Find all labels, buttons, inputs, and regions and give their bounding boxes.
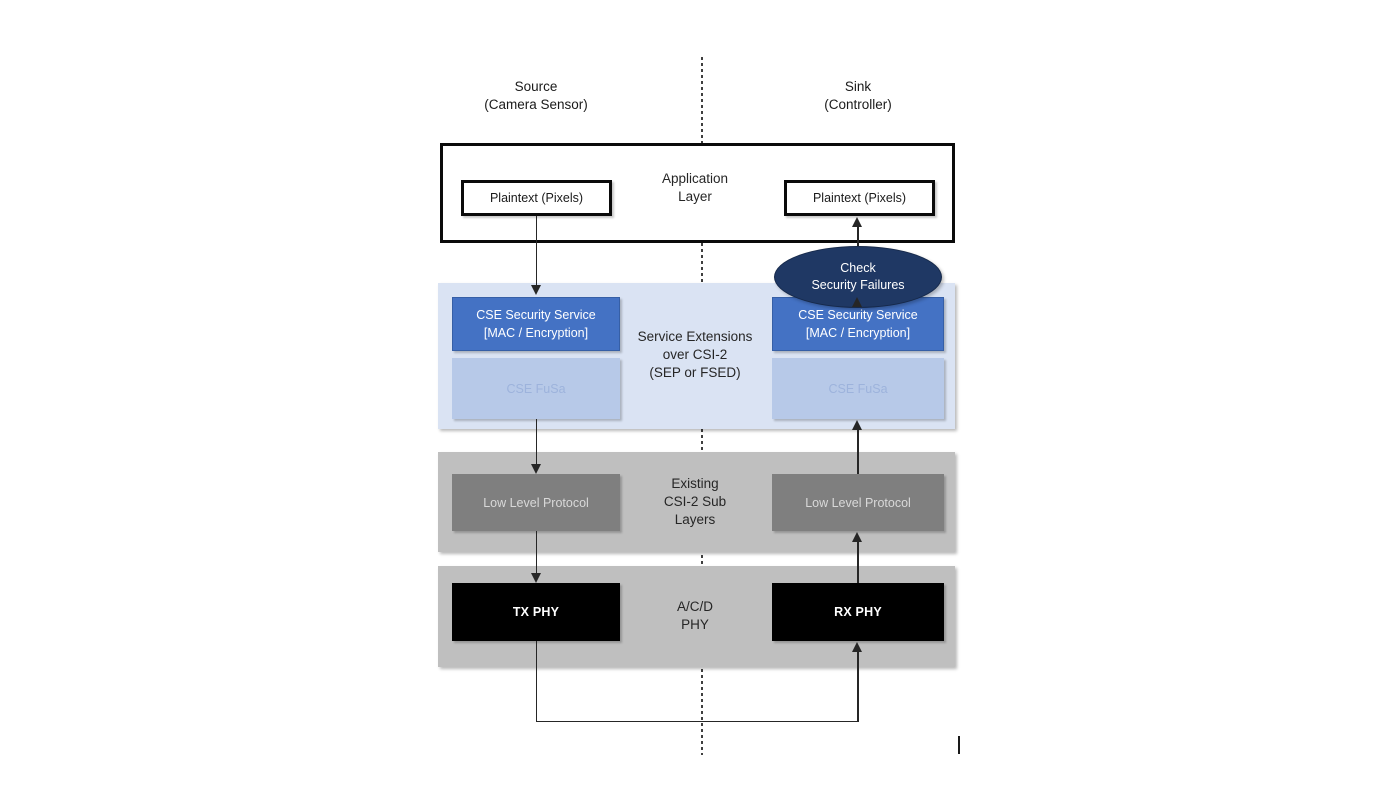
arrow-line-plaintext-to-security bbox=[535, 216, 537, 286]
cse-security-service-source-box: CSE Security Service [MAC / Encryption] bbox=[452, 297, 620, 351]
arrowhead-fusa-to-llp bbox=[530, 464, 541, 474]
source-label-line2: (Camera Sensor) bbox=[484, 97, 588, 112]
link-line-rxphy-up bbox=[857, 652, 859, 721]
cse-fusa-sink-box: CSE FuSa bbox=[772, 358, 944, 419]
source-label: Source (Camera Sensor) bbox=[436, 78, 636, 114]
phy-title: A/C/D PHY bbox=[676, 599, 713, 632]
arrow-line-rxphy-to-llp bbox=[857, 542, 859, 583]
service-extensions-title: Service Extensions over CSI-2 (SEP or FS… bbox=[637, 329, 753, 380]
sink-label-line1: Sink bbox=[844, 79, 872, 94]
low-level-protocol-sink-box: Low Level Protocol bbox=[772, 474, 944, 531]
arrow-line-llp-to-fusa bbox=[857, 430, 859, 474]
arrowhead-rxphy-to-llp bbox=[851, 532, 862, 542]
existing-csi2-sub-layers-title: Existing CSI-2 Sub Layers bbox=[663, 476, 727, 527]
arrowhead-llp-to-txphy bbox=[530, 573, 541, 583]
arrow-line-llp-to-txphy bbox=[535, 531, 537, 574]
plaintext-pixels-sink-box: Plaintext (Pixels) bbox=[784, 180, 935, 216]
sink-label: Sink (Controller) bbox=[758, 78, 958, 114]
source-label-line1: Source bbox=[514, 79, 558, 94]
application-layer-title: Application Layer bbox=[661, 171, 729, 204]
plaintext-pixels-source-box: Plaintext (Pixels) bbox=[461, 180, 612, 216]
arrowhead-link-to-rxphy bbox=[851, 642, 862, 652]
text-cursor-mark bbox=[958, 736, 960, 754]
link-line-txphy-down bbox=[535, 641, 537, 721]
arrow-line-fusa-to-llp bbox=[535, 419, 537, 465]
arrowhead-security-to-plaintext bbox=[851, 217, 862, 227]
arrowhead-llp-to-fusa bbox=[851, 420, 862, 430]
sink-label-line2: (Controller) bbox=[824, 97, 892, 112]
cse-fusa-source-box: CSE FuSa bbox=[452, 358, 620, 419]
link-line-bottom bbox=[535, 720, 859, 722]
check-security-failures-ellipse: Check Security Failures bbox=[774, 246, 942, 308]
arrowhead-security-to-ellipse bbox=[851, 297, 862, 307]
rx-phy-box: RX PHY bbox=[772, 583, 944, 641]
arrowhead-plaintext-to-security bbox=[530, 285, 541, 295]
tx-phy-box: TX PHY bbox=[452, 583, 620, 641]
low-level-protocol-source-box: Low Level Protocol bbox=[452, 474, 620, 531]
